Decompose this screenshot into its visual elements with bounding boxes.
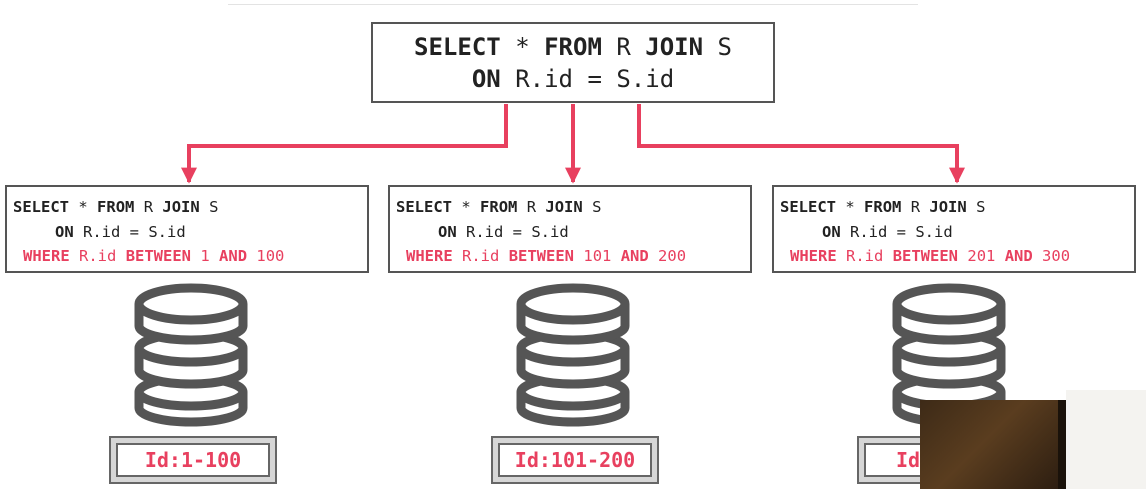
partition-3-line-1: SELECT * FROM R JOIN S [780, 195, 1134, 220]
where-keyword: WHERE [23, 247, 70, 265]
arrow-to-partition-1 [181, 104, 508, 184]
from-keyword: FROM [480, 198, 518, 216]
main-query-box: SELECT * FROM R JOIN S ON R.id = S.id [371, 22, 775, 103]
partition-label-1: Id:1-100 [109, 436, 277, 484]
main-query-line-1: SELECT * FROM R JOIN S [373, 31, 773, 63]
star-token: * [515, 33, 530, 61]
partition-label-2: Id:101-200 [491, 436, 659, 484]
partition-1-where: WHERE R.id BETWEEN 1 AND 100 [13, 244, 367, 269]
select-keyword: SELECT [13, 198, 69, 216]
on-keyword: ON [471, 65, 501, 93]
database-icon [516, 283, 630, 427]
table-s: S [717, 33, 732, 61]
select-keyword: SELECT [780, 198, 836, 216]
and-keyword: AND [620, 247, 649, 265]
partition-label-text: Id:1-100 [116, 443, 270, 477]
partition-label-text: Id:101-200 [498, 443, 652, 477]
join-keyword: JOIN [162, 198, 200, 216]
table-r: R [526, 198, 537, 216]
range-low: 201 [967, 247, 996, 265]
join-condition: R.id = S.id [466, 222, 569, 241]
on-keyword: ON [55, 222, 74, 241]
partition-1-line-2: ON R.id = S.id [13, 220, 367, 245]
range-low: 1 [200, 247, 210, 265]
partition-3-where: WHERE R.id BETWEEN 201 AND 300 [780, 244, 1134, 269]
join-condition: R.id = S.id [83, 222, 186, 241]
table-r: R [143, 198, 154, 216]
where-column: R.id [79, 247, 117, 265]
between-keyword: BETWEEN [125, 247, 192, 265]
where-column: R.id [846, 247, 884, 265]
range-low: 101 [583, 247, 612, 265]
star-token: * [78, 198, 88, 216]
join-condition: R.id = S.id [515, 65, 675, 93]
join-keyword: JOIN [929, 198, 967, 216]
table-r: R [616, 33, 631, 61]
table-s: S [592, 198, 602, 216]
where-column: R.id [462, 247, 500, 265]
and-keyword: AND [219, 247, 248, 265]
from-keyword: FROM [544, 33, 602, 61]
webcam-edge [1058, 400, 1066, 489]
select-keyword: SELECT [396, 198, 452, 216]
table-s: S [209, 198, 219, 216]
between-keyword: BETWEEN [892, 247, 959, 265]
between-keyword: BETWEEN [508, 247, 575, 265]
on-keyword: ON [822, 222, 841, 241]
star-token: * [461, 198, 471, 216]
range-high: 200 [658, 247, 687, 265]
from-keyword: FROM [97, 198, 135, 216]
partition-2-line-2: ON R.id = S.id [396, 220, 750, 245]
join-keyword: JOIN [545, 198, 583, 216]
range-high: 300 [1042, 247, 1071, 265]
partition-3-line-2: ON R.id = S.id [780, 220, 1134, 245]
select-keyword: SELECT [414, 33, 501, 61]
table-s: S [976, 198, 986, 216]
join-condition: R.id = S.id [850, 222, 953, 241]
main-query-line-2: ON R.id = S.id [373, 63, 773, 95]
database-icon [134, 283, 248, 427]
background-scene [1066, 390, 1146, 489]
from-keyword: FROM [864, 198, 902, 216]
partition-1-line-1: SELECT * FROM R JOIN S [13, 195, 367, 220]
where-keyword: WHERE [406, 247, 453, 265]
where-keyword: WHERE [790, 247, 837, 265]
range-high: 100 [256, 247, 285, 265]
top-divider [228, 4, 918, 5]
and-keyword: AND [1004, 247, 1033, 265]
partition-2-where: WHERE R.id BETWEEN 101 AND 200 [396, 244, 750, 269]
webcam-overlay [920, 400, 1066, 489]
star-token: * [845, 198, 855, 216]
table-r: R [910, 198, 921, 216]
partition-2-line-1: SELECT * FROM R JOIN S [396, 195, 750, 220]
arrow-to-partition-3 [637, 104, 965, 184]
join-keyword: JOIN [645, 33, 704, 61]
on-keyword: ON [438, 222, 457, 241]
